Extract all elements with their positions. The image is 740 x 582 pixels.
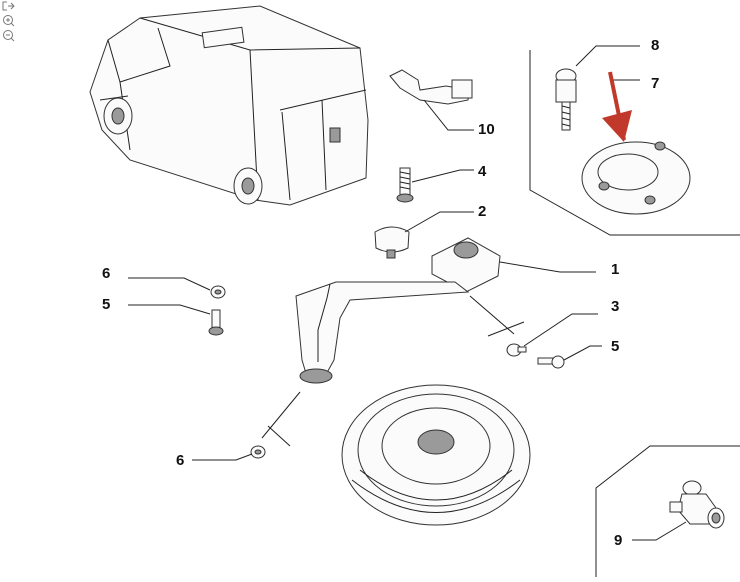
callout-6-lower[interactable]: 6	[176, 452, 184, 469]
spare-wheel	[341, 384, 531, 526]
part-3-rivet	[506, 343, 527, 357]
callout-10[interactable]: 10	[478, 121, 495, 138]
fit-icon[interactable]	[2, 0, 16, 13]
callout-3[interactable]: 3	[611, 298, 619, 315]
part-1-winch	[431, 237, 596, 293]
part-5-bolt-left	[208, 309, 224, 336]
viewer-toolbar	[2, 0, 16, 44]
van-illustration	[89, 5, 369, 206]
callout-5-left[interactable]: 5	[102, 296, 110, 313]
callout-5-right[interactable]: 5	[611, 338, 619, 355]
zoom-out-icon[interactable]	[2, 29, 16, 42]
part-10-bracket	[389, 69, 473, 105]
part-8-stud	[555, 68, 577, 131]
callout-1[interactable]: 1	[611, 261, 619, 278]
part-4-bolt	[396, 167, 414, 203]
part-6-nut-top	[210, 285, 226, 299]
callout-2[interactable]: 2	[478, 203, 486, 220]
part-5-bolt-right	[537, 355, 565, 369]
part-7-plate	[581, 141, 691, 215]
inset-box-bottom	[595, 445, 740, 577]
callout-9[interactable]: 9	[614, 532, 622, 549]
callout-8[interactable]: 8	[651, 37, 659, 54]
carrier-bracket	[295, 281, 470, 384]
part-6-nut-bottom	[250, 445, 266, 459]
inset-box-top	[529, 45, 740, 236]
part-2-buffer	[374, 226, 410, 259]
callout-4[interactable]: 4	[478, 163, 487, 180]
callout-6-upper[interactable]: 6	[102, 265, 110, 282]
part-9-fitting	[669, 480, 725, 529]
zoom-in-icon[interactable]	[2, 14, 16, 27]
callout-7[interactable]: 7	[651, 75, 659, 92]
